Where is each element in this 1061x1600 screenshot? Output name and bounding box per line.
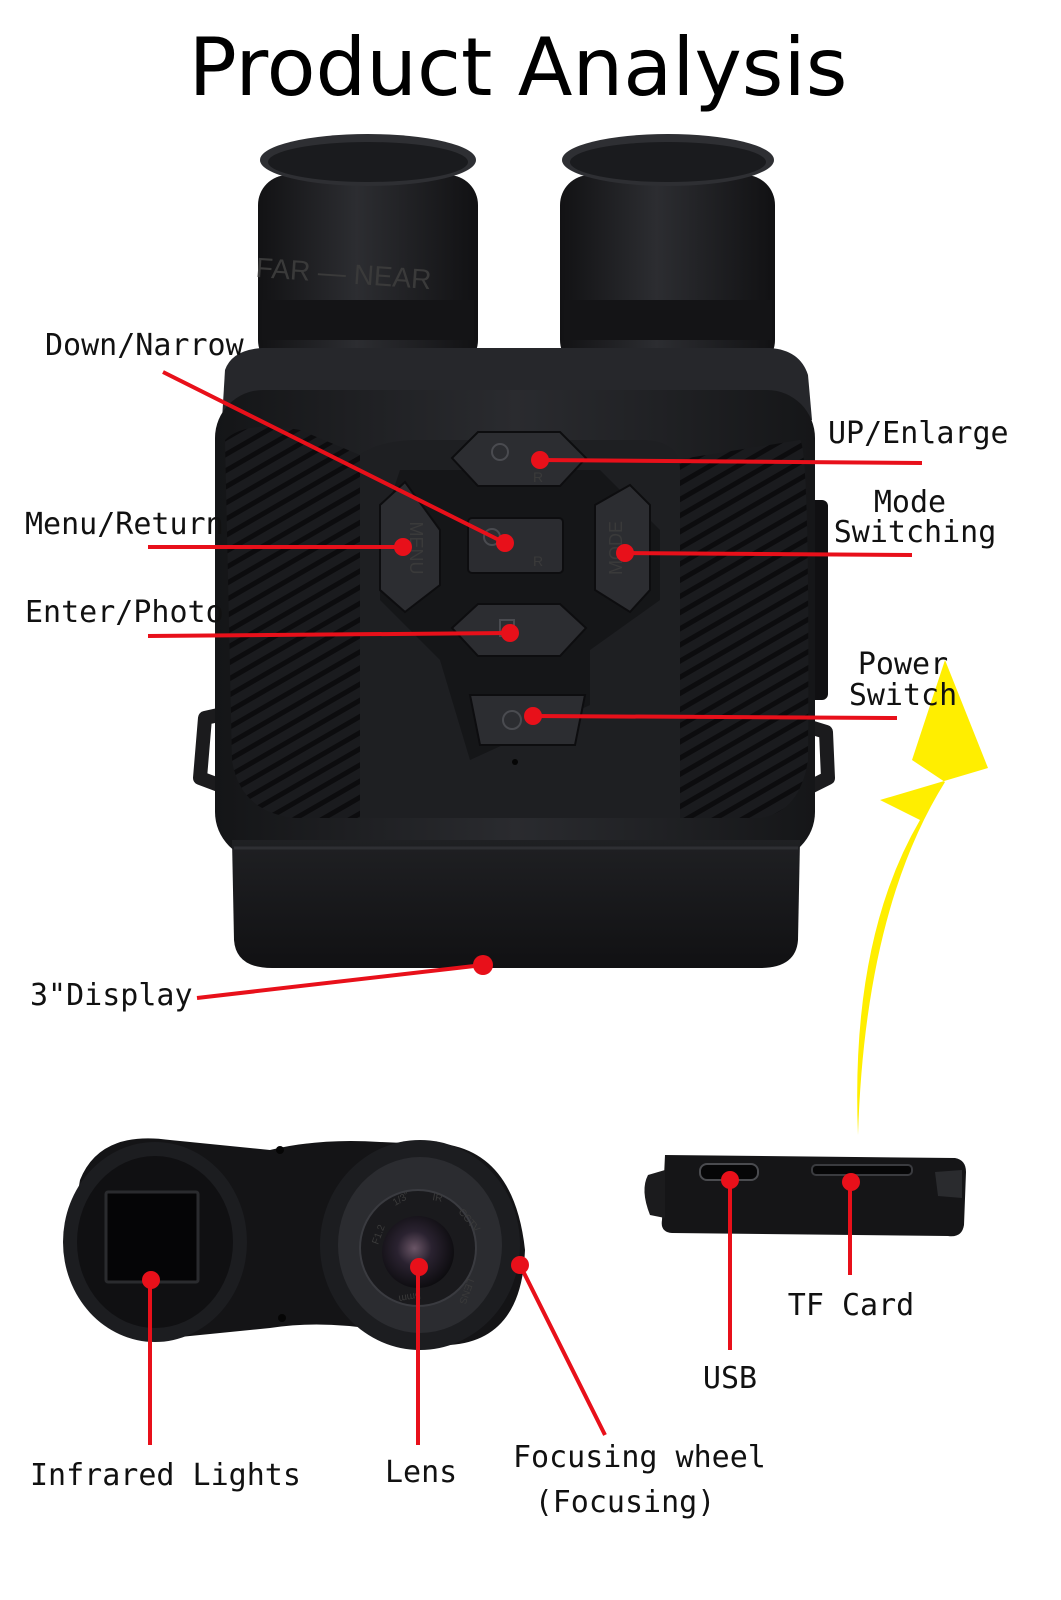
label-enter-photo: Enter/Photo <box>25 595 224 630</box>
down-narrow-line <box>162 370 506 545</box>
binocular-device: FAR — NEAR R <box>193 134 835 968</box>
label-power-switch-line2: Switch <box>849 678 957 713</box>
callout-lines <box>147 370 923 1445</box>
enter-photo-button[interactable] <box>450 603 588 657</box>
infrared-window <box>104 1190 200 1284</box>
menu-button-text: MENU <box>406 522 426 575</box>
label-focusing-wheel-line1: Focusing wheel <box>513 1440 766 1475</box>
focusing-wheel-dot <box>511 1256 529 1274</box>
label-power-switch-line1: Power <box>858 647 948 682</box>
mode-switching-line <box>624 551 913 557</box>
label-mode-switching-line2: Switching <box>834 515 997 550</box>
label-menu-return: Menu/Return <box>25 507 224 542</box>
focusing-wheel-line <box>518 1264 607 1436</box>
menu-return-dot <box>394 538 412 556</box>
label-lens: Lens <box>385 1455 457 1490</box>
enter-photo-line <box>147 631 511 638</box>
down-narrow-dot <box>496 534 514 552</box>
left-grip-texture <box>225 426 360 818</box>
down-narrow-button[interactable] <box>467 517 564 574</box>
label-mode-switching-line1: Mode <box>874 485 946 520</box>
microphone-hole <box>512 759 518 765</box>
display-dot <box>473 955 493 975</box>
right-grip-texture <box>675 440 809 818</box>
power-switch-dot <box>524 707 542 725</box>
label-down-narrow: Down/Narrow <box>45 328 245 363</box>
lens-dot <box>410 1258 428 1276</box>
power-switch-line <box>532 714 898 720</box>
center-button-r-glyph: R <box>533 553 543 569</box>
usb-dot <box>721 1171 739 1189</box>
rotate-view-arrow <box>857 660 988 1135</box>
label-tf-card: TF Card <box>788 1288 914 1323</box>
label-infrared-lights: Infrared Lights <box>30 1458 301 1493</box>
label-usb: USB <box>703 1361 757 1396</box>
infrared-lights-dot <box>142 1271 160 1289</box>
enter-photo-dot <box>501 624 519 642</box>
mode-button-text: MODE <box>606 521 626 575</box>
tf-card-slot <box>811 1164 913 1176</box>
up-button-r-glyph: R <box>533 469 543 485</box>
power-icon <box>502 710 522 730</box>
label-focusing-wheel-line2: (Focusing) <box>535 1485 716 1520</box>
left-eyepiece: FAR — NEAR <box>255 134 478 370</box>
mode-switching-dot <box>616 544 634 562</box>
display-line <box>196 963 484 1000</box>
callout-dots <box>142 451 860 1289</box>
lens-ring-text-ir: IR <box>431 1192 443 1205</box>
front-view: F1.2 1/3" IR CCTV LENS 5mm <box>63 1138 525 1350</box>
zoom-in-icon <box>491 443 509 461</box>
up-enlarge-line <box>539 458 923 465</box>
callout-labels: Down/Narrow UP/Enlarge Menu/Return Mode … <box>25 328 1009 1520</box>
up-enlarge-dot <box>531 451 549 469</box>
right-eyepiece <box>560 134 775 370</box>
side-port-view <box>644 1155 966 1237</box>
lens-ring-text-5mm: 5mm <box>398 1289 422 1304</box>
label-display: 3"Display <box>30 978 193 1013</box>
page-title: Product Analysis <box>189 21 848 114</box>
tf-card-dot <box>842 1173 860 1191</box>
label-up-enlarge: UP/Enlarge <box>828 416 1009 451</box>
up-enlarge-button[interactable] <box>450 431 588 487</box>
lens-element <box>382 1216 454 1288</box>
